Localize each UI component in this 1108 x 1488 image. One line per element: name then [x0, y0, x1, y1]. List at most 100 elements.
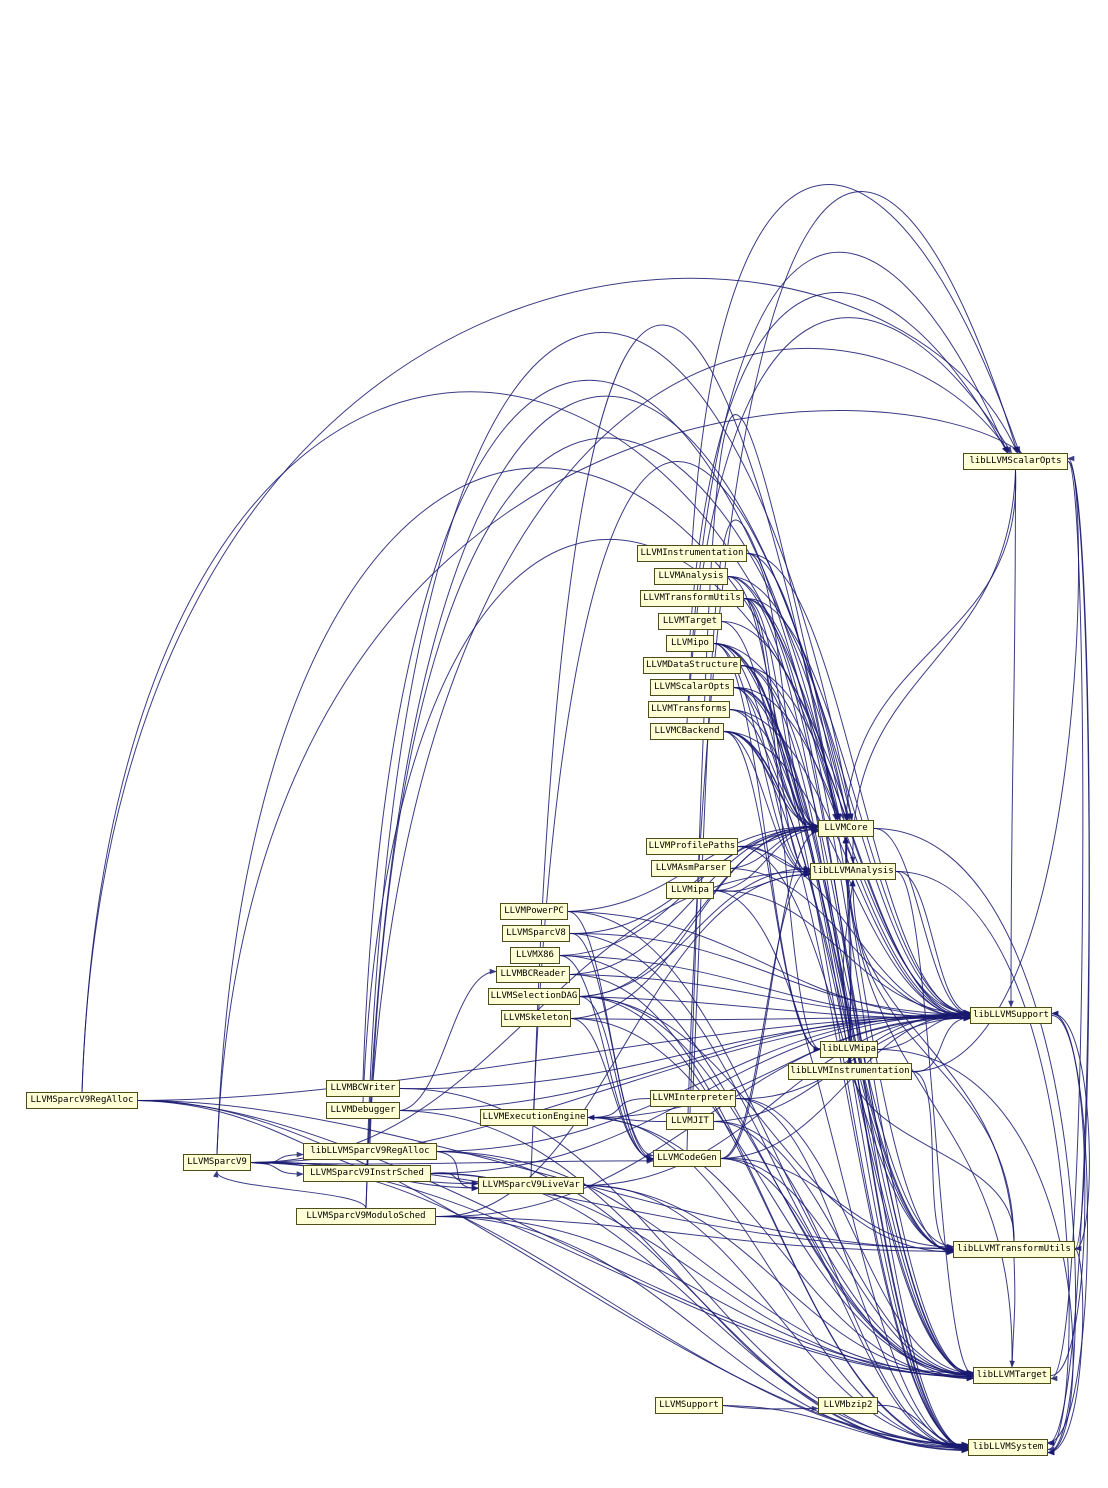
node-LLVMSparcV9LiveVar[interactable]: LLVMSparcV9LiveVar	[478, 1177, 584, 1194]
edge-LLVMInterpreter-LLVMCore	[692, 519, 841, 1091]
edge-LLVMDataStructure-libLLVMTarget	[740, 664, 974, 1377]
edge-libLLVMTransformUtils-libLLVMipa	[846, 1057, 1015, 1242]
edge-libLLVMScalarOpts-libLLVMSupport	[1008, 469, 1016, 1008]
node-libLLVMipa[interactable]: libLLVMipa	[820, 1041, 878, 1058]
node-LLVMTransforms[interactable]: LLVMTransforms	[648, 701, 730, 718]
edge-LLVMbzip2-libLLVMSystem	[877, 1404, 969, 1449]
edge-LLVMSparcV9ModuloSched-libLLVMTarget	[435, 1215, 974, 1376]
edge-LLVMipo-libLLVMTarget	[713, 642, 974, 1376]
edge-libLLVMTarget-libLLVMSupport	[1050, 1010, 1086, 1376]
node-LLVMProfilePaths[interactable]: LLVMProfilePaths	[646, 838, 738, 855]
edge-LLVMExecutionEngine-libLLVMSupport	[587, 1013, 971, 1119]
edge-libLLVMSparcV9RegAlloc-libLLVMSupport	[436, 1010, 971, 1152]
edge-LLVMTransformUtils-libLLVMTarget	[743, 597, 974, 1378]
node-LLVMSkeleton[interactable]: LLVMSkeleton	[501, 1010, 571, 1027]
edge-libLLVMAnalysis-libLLVMSystem	[895, 871, 1070, 1453]
edge-LLVMSparcV9LiveVar-libLLVMSystem	[583, 1184, 969, 1448]
edge-LLVMSparcV9LiveVar-libLLVMTarget	[583, 1185, 974, 1380]
edge-LLVMSparcV9InstrSched-LLVMSparcV9LiveVar	[430, 1172, 479, 1186]
node-LLVMAnalysis[interactable]: LLVMAnalysis	[654, 568, 728, 585]
edge-LLVMX86-LLVMCodeGen	[559, 955, 654, 1162]
edge-LLVMipo-libLLVMScalarOpts	[689, 291, 1008, 636]
edge-LLVMipo-libLLVMAnalysis	[713, 643, 811, 877]
node-LLVMTarget[interactable]: LLVMTarget	[658, 613, 722, 630]
edge-libLLVMSparcV9RegAlloc-LLVMSparcV9LiveVar	[436, 1151, 479, 1192]
node-LLVMCore[interactable]: LLVMCore	[818, 820, 874, 837]
edge-LLVMipa-libLLVMSupport	[713, 889, 971, 1017]
node-LLVMPowerPC[interactable]: LLVMPowerPC	[500, 903, 568, 920]
edge-LLVMX86-libLLVMTarget	[559, 955, 974, 1379]
node-LLVMSparcV8[interactable]: LLVMSparcV8	[502, 925, 570, 942]
edge-LLVMSparcV9LiveVar-libLLVMSupport	[583, 1012, 971, 1186]
node-LLVMSparcV9[interactable]: LLVMSparcV9	[183, 1154, 251, 1171]
edge-LLVMInstrumentation-libLLVMScalarOpts	[691, 184, 1021, 546]
edge-libLLVMScalarOpts-libLLVMTransformUtils	[1067, 461, 1090, 1252]
edge-libLLVMAnalysis-libLLVMSupport	[895, 870, 971, 1016]
node-libLLVMScalarOpts[interactable]: libLLVMScalarOpts	[963, 453, 1068, 470]
node-libLLVMTarget[interactable]: libLLVMTarget	[973, 1367, 1051, 1384]
node-LLVMInstrumentation[interactable]: LLVMInstrumentation	[637, 545, 747, 562]
edge-LLVMInstrumentation-LLVMCore	[746, 552, 819, 829]
node-libLLVMTransformUtils[interactable]: libLLVMTransformUtils	[953, 1241, 1075, 1258]
edge-LLVMSparcV9ModuloSched-libLLVMSystem	[435, 1216, 969, 1451]
edge-LLVMTransforms-libLLVMScalarOpts	[688, 317, 1012, 702]
node-LLVMBCWriter[interactable]: LLVMBCWriter	[326, 1080, 400, 1097]
edge-LLVMipo-libLLVMTransformUtils	[713, 643, 954, 1254]
node-LLVMScalarOpts[interactable]: LLVMScalarOpts	[650, 679, 734, 696]
edge-LLVMipa-libLLVMSystem	[713, 890, 969, 1453]
node-LLVMAsmParser[interactable]: LLVMAsmParser	[651, 860, 731, 877]
node-LLVMbzip2[interactable]: LLVMbzip2	[818, 1397, 878, 1414]
node-LLVMSparcV9RegAlloc[interactable]: LLVMSparcV9RegAlloc	[26, 1092, 138, 1109]
node-LLVMTransformUtils[interactable]: LLVMTransformUtils	[640, 590, 744, 607]
node-LLVMExecutionEngine[interactable]: LLVMExecutionEngine	[480, 1109, 588, 1126]
edge-LLVMSparcV9RegAlloc-libLLVMTransformUtils	[137, 1099, 954, 1252]
edge-LLVMSparcV9ModuloSched-LLVMCore	[365, 395, 850, 1209]
node-LLVMipo[interactable]: LLVMipo	[666, 635, 714, 652]
edge-LLVMCore-libLLVMSupport	[873, 827, 971, 1018]
edge-LLVMTransforms-LLVMCore	[729, 709, 819, 833]
edge-LLVMInterpreter-libLLVMTarget	[735, 1097, 974, 1376]
edge-LLVMJIT-libLLVMSystem	[713, 1121, 969, 1452]
node-libLLVMInstrumentation[interactable]: libLLVMInstrumentation	[788, 1063, 912, 1080]
edge-LLVMCodeGen-libLLVMTransformUtils	[720, 1157, 954, 1250]
edge-LLVMSparcV9ModuloSched-libLLVMAnalysis	[435, 871, 811, 1218]
node-LLVMCBackend[interactable]: LLVMCBackend	[650, 723, 724, 740]
node-LLVMCodeGen[interactable]: LLVMCodeGen	[653, 1150, 721, 1167]
node-LLVMJIT[interactable]: LLVMJIT	[666, 1113, 714, 1130]
node-LLVMSupport[interactable]: LLVMSupport	[655, 1397, 723, 1414]
edge-LLVMipa-LLVMCore	[713, 826, 819, 892]
node-LLVMInterpreter[interactable]: LLVMInterpreter	[650, 1090, 736, 1107]
edge-LLVMSparcV9ModuloSched-libLLVMTransformUtils	[435, 1216, 954, 1255]
edge-LLVMInterpreter-LLVMExecutionEngine	[587, 1098, 651, 1121]
edge-LLVMCodeGen-libLLVMSupport	[720, 1010, 971, 1159]
node-libLLVMSparcV9RegAlloc[interactable]: libLLVMSparcV9RegAlloc	[303, 1143, 437, 1160]
edge-LLVMDataStructure-libLLVMSupport	[740, 665, 971, 1022]
node-LLVMDataStructure[interactable]: LLVMDataStructure	[643, 657, 741, 674]
edge-LLVMCBackend-libLLVMSystem	[723, 730, 969, 1450]
edge-LLVMDebugger-LLVMBCReader	[399, 968, 497, 1111]
node-LLVMSparcV9InstrSched[interactable]: LLVMSparcV9InstrSched	[303, 1165, 431, 1182]
node-libLLVMAnalysis[interactable]: libLLVMAnalysis	[810, 863, 896, 880]
edge-LLVMCBackend-libLLVMScalarOpts	[686, 251, 1008, 724]
edge-LLVMCodeGen-libLLVMSystem	[720, 1158, 969, 1453]
edge-LLVMSparcV9RegAlloc-LLVMCore	[81, 391, 842, 1093]
edge-LLVMDataStructure-LLVMCore	[740, 664, 819, 831]
edge-LLVMSelectionDAG-libLLVMTarget	[579, 995, 974, 1377]
edge-libLLVMSupport-libLLVMSystem	[1047, 1015, 1088, 1446]
edge-LLVMSparcV9-LLVMCore	[216, 467, 840, 1155]
node-libLLVMSupport[interactable]: libLLVMSupport	[970, 1007, 1052, 1024]
edge-LLVMSparcV9ModuloSched-libLLVMScalarOpts	[365, 347, 1010, 1209]
edge-LLVMSkeleton-LLVMCore	[570, 823, 819, 1019]
edge-LLVMSparcV9-libLLVMScalarOpts	[216, 410, 1023, 1155]
node-LLVMBCReader[interactable]: LLVMBCReader	[496, 966, 570, 983]
edge-LLVMSparcV8-LLVMCodeGen	[569, 932, 654, 1159]
edge-LLVMSparcV9RegAlloc-libLLVMTarget	[137, 1100, 974, 1381]
node-LLVMipa[interactable]: LLVMipa	[666, 882, 714, 899]
node-LLVMSparcV9ModuloSched[interactable]: LLVMSparcV9ModuloSched	[296, 1208, 436, 1225]
node-LLVMDebugger[interactable]: LLVMDebugger	[326, 1102, 400, 1119]
node-LLVMSelectionDAG[interactable]: LLVMSelectionDAG	[488, 988, 580, 1005]
edge-libLLVMSparcV9RegAlloc-LLVMCore	[369, 437, 850, 1144]
node-LLVMX86[interactable]: LLVMX86	[510, 947, 560, 964]
node-libLLVMSystem[interactable]: libLLVMSystem	[968, 1439, 1048, 1456]
edge-LLVMSparcV9RegAlloc-libLLVMScalarOpts	[81, 277, 1018, 1093]
